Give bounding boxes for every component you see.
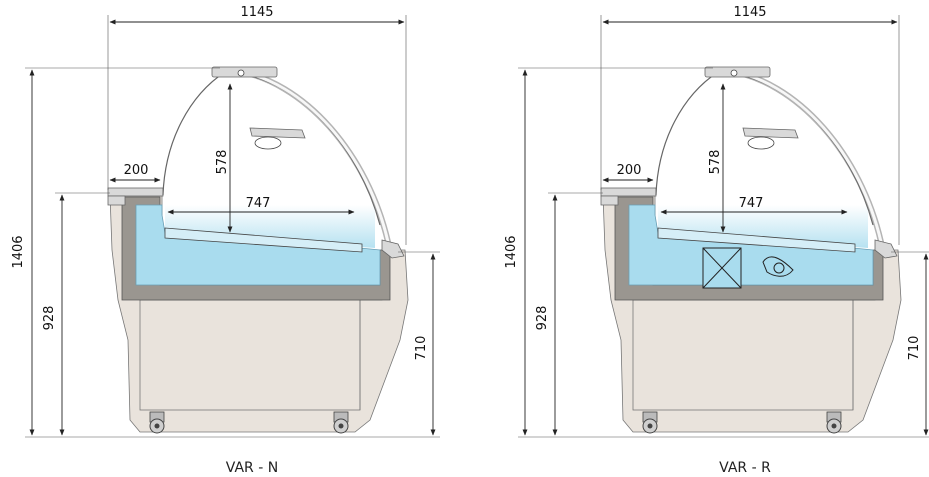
dim-counter-height: 928 [535,306,550,331]
dim-width: 1145 [240,5,273,20]
caption-var-r: VAR - R [719,460,771,476]
dim-front-height: 710 [414,336,429,361]
view-var-n: 1145 1406 928 710 200 578 747 VAR - N [11,5,440,476]
dim-glass-height: 578 [215,150,230,175]
dim-width: 1145 [733,5,766,20]
dim-shelf-depth: 200 [124,163,149,178]
dim-total-height: 1406 [11,235,26,268]
showcase-drawing-r [601,67,901,433]
dim-glass-height: 578 [708,150,723,175]
dim-shelf-depth: 200 [617,163,642,178]
caption-var-n: VAR - N [226,460,278,476]
view-var-r: 1145 1406 928 710 200 578 747 VAR - R [504,5,929,476]
dim-front-height: 710 [907,336,922,361]
dim-total-height: 1406 [504,235,519,268]
refrigeration-unit [702,247,794,289]
dim-display-depth: 747 [739,196,764,211]
dim-display-depth: 747 [246,196,271,211]
showcase-drawing-n [108,67,408,433]
dim-counter-height: 928 [42,306,57,331]
